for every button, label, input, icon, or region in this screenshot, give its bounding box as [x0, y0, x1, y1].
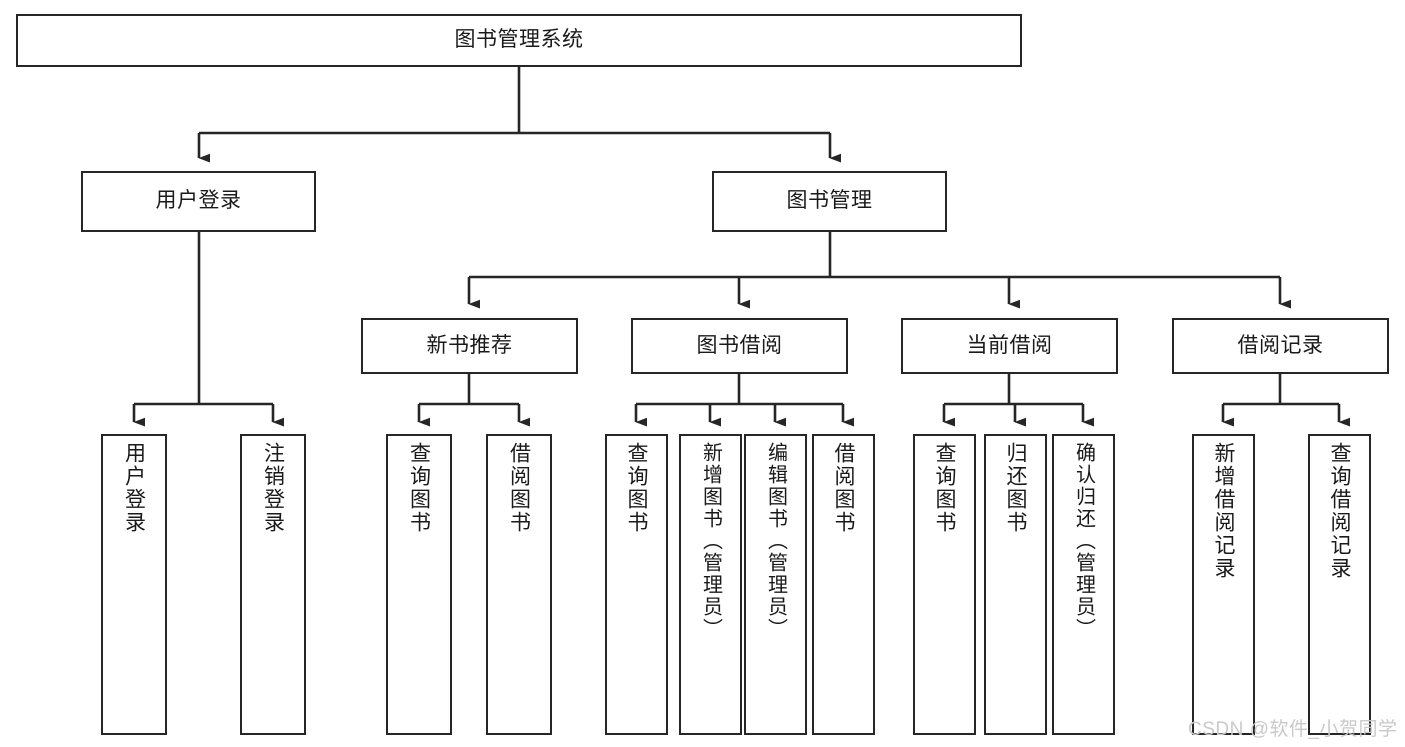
node-new-book-recommend[interactable]: 新书推荐 — [361, 318, 578, 374]
leaf-search-borrow-record[interactable]: 查询借阅记录 — [1308, 434, 1371, 735]
leaf-return-book-label: 归还图书 — [1004, 442, 1027, 534]
leaf-search-borrow-record-label: 查询借阅记录 — [1328, 442, 1351, 580]
leaf-confirm-return-admin[interactable]: 确认归还（管理员） — [1052, 434, 1115, 735]
node-user-login[interactable]: 用户登录 — [81, 171, 316, 232]
node-root[interactable]: 图书管理系统 — [16, 14, 1022, 67]
node-current-borrow-label: 当前借阅 — [966, 333, 1053, 357]
node-user-login-label: 用户登录 — [155, 189, 242, 213]
node-book-borrow-label: 图书借阅 — [696, 333, 783, 357]
leaf-borrow-book-recommend-label: 借阅图书 — [507, 442, 531, 534]
csdn-watermark: CSDN @软件_小贺同学 — [1188, 719, 1398, 740]
leaf-search-book-borrow-label: 查询图书 — [625, 442, 648, 534]
leaf-borrow-book-recommend[interactable]: 借阅图书 — [486, 434, 552, 735]
leaf-borrow-book-label: 借阅图书 — [832, 442, 855, 534]
leaf-logout[interactable]: 注销登录 — [240, 434, 306, 735]
leaf-logout-label: 注销登录 — [261, 442, 285, 534]
leaf-add-book-admin-label: 新增图书（管理员） — [699, 442, 722, 640]
leaf-edit-book-admin-label: 编辑图书（管理员） — [764, 442, 787, 640]
leaf-add-borrow-record-label: 新增借阅记录 — [1212, 442, 1235, 580]
leaf-edit-book-admin[interactable]: 编辑图书（管理员） — [744, 434, 807, 735]
leaf-search-book-recommend[interactable]: 查询图书 — [386, 434, 452, 735]
node-book-management[interactable]: 图书管理 — [712, 171, 947, 232]
leaf-user-login-label: 用户登录 — [122, 442, 146, 534]
leaf-return-book[interactable]: 归还图书 — [984, 434, 1047, 735]
leaf-add-book-admin[interactable]: 新增图书（管理员） — [679, 434, 742, 735]
node-root-label: 图书管理系统 — [454, 28, 584, 52]
leaf-borrow-book[interactable]: 借阅图书 — [812, 434, 875, 735]
node-new-book-recommend-label: 新书推荐 — [426, 333, 513, 357]
node-borrow-record-label: 借阅记录 — [1237, 333, 1324, 357]
leaf-search-book-current[interactable]: 查询图书 — [913, 434, 976, 735]
node-borrow-record[interactable]: 借阅记录 — [1172, 318, 1389, 374]
node-book-borrow[interactable]: 图书借阅 — [631, 318, 848, 374]
leaf-add-borrow-record[interactable]: 新增借阅记录 — [1192, 434, 1255, 735]
leaf-user-login[interactable]: 用户登录 — [101, 434, 167, 735]
leaf-search-book-borrow[interactable]: 查询图书 — [605, 434, 668, 735]
leaf-search-book-current-label: 查询图书 — [933, 442, 956, 534]
node-book-management-label: 图书管理 — [786, 189, 873, 213]
leaf-confirm-return-admin-label: 确认归还（管理员） — [1072, 442, 1095, 640]
node-current-borrow[interactable]: 当前借阅 — [901, 318, 1118, 374]
leaf-search-book-recommend-label: 查询图书 — [407, 442, 431, 534]
